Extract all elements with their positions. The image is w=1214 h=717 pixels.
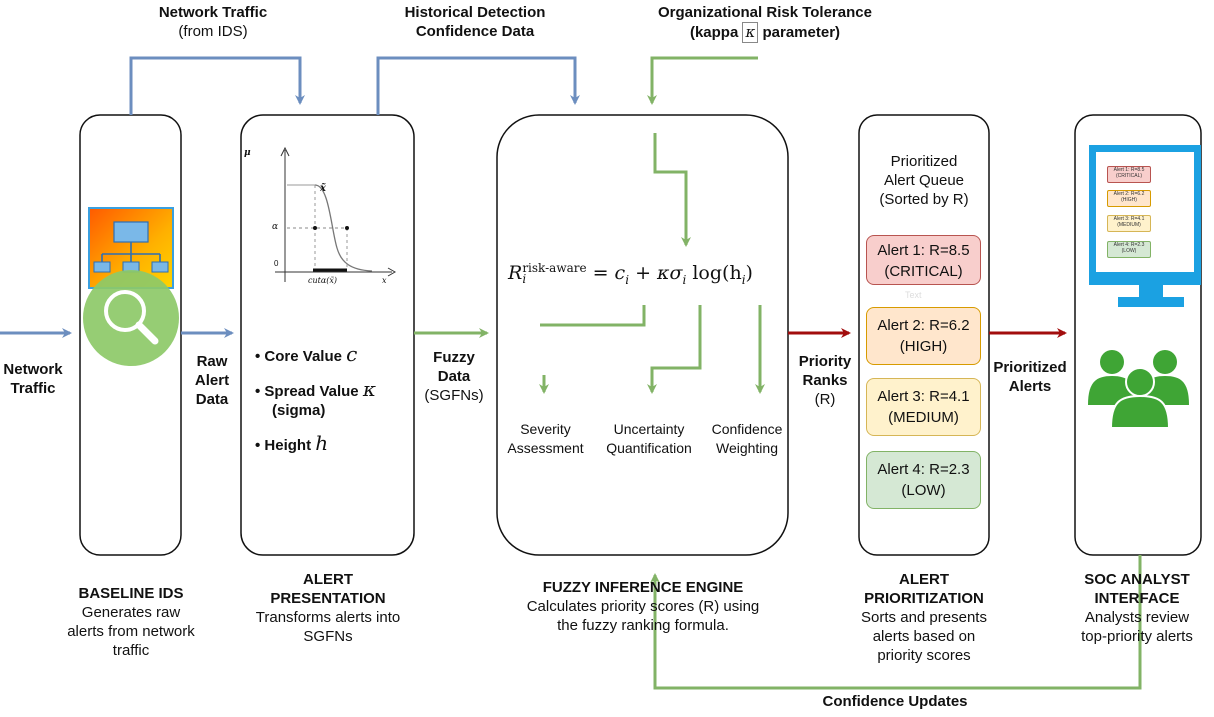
input-network-traffic-title: Network Traffic — [158, 4, 268, 21]
alert-presentation-box — [240, 114, 415, 556]
text-placeholder: Text — [905, 290, 922, 300]
input-historical-line2: Confidence Data — [415, 23, 535, 40]
monitor-alert-2: Alert 2: R=6.2(HIGH) — [1107, 190, 1151, 207]
monitor-alert-1: Alert 1: R=8.5(CRITICAL) — [1107, 166, 1151, 183]
bullet-height: • Height h — [255, 431, 329, 455]
graph-x-tilde-label: x̃ — [320, 183, 326, 194]
caption-fuzzy-engine: FUZZY INFERENCE ENGINE Calculates priori… — [526, 579, 760, 634]
blue-connector-traffic — [129, 56, 580, 115]
users-icon — [1088, 350, 1189, 429]
graph-cut-label: cutα(x̃) — [308, 276, 338, 285]
graph-zero-label: 0 — [274, 259, 279, 268]
risk-sub-pre: (kappa — [689, 24, 739, 41]
monitor-alert-3: Alert 3: R=4.1(MEDIUM) — [1107, 215, 1151, 232]
bullet-core-value: • Core Value c — [255, 342, 358, 366]
magnifier-icon — [83, 270, 179, 366]
graph-x-label: x — [382, 276, 387, 285]
monitor-alert-4: Alert 4: R=2.3(LOW) — [1107, 241, 1151, 258]
graph-mu-label: μ — [244, 148, 251, 158]
input-network-traffic-sub: (from IDS) — [178, 23, 248, 40]
queue-alert-3: Alert 3: R=4.1(MEDIUM) — [866, 378, 981, 436]
risk-sub-post: parameter) — [762, 24, 841, 41]
queue-alert-2: Alert 2: R=6.2(HIGH) — [866, 307, 981, 365]
queue-alert-4: Alert 4: R=2.3(LOW) — [866, 451, 981, 509]
kappa-box: κ — [742, 22, 759, 43]
presentation-bullets: • Core Value c • Spread Value κ (sigma) … — [255, 342, 415, 455]
queue-alert-1: Alert 1: R=8.5(CRITICAL) — [866, 235, 981, 285]
membership-graph — [275, 146, 397, 282]
input-historical-line1: Historical Detection — [404, 4, 546, 21]
graph-alpha-label: α — [272, 222, 279, 232]
confidence-updates-label: Confidence Updates — [822, 693, 968, 710]
bullet-spread-value: • Spread Value κ (sigma) — [255, 377, 376, 419]
fuzzy-engine-box — [496, 114, 789, 556]
input-risk-sub: (kappa κ parameter) — [640, 22, 890, 43]
input-risk-title: Organizational Risk Tolerance — [658, 4, 872, 21]
green-connectors — [414, 56, 1142, 690]
